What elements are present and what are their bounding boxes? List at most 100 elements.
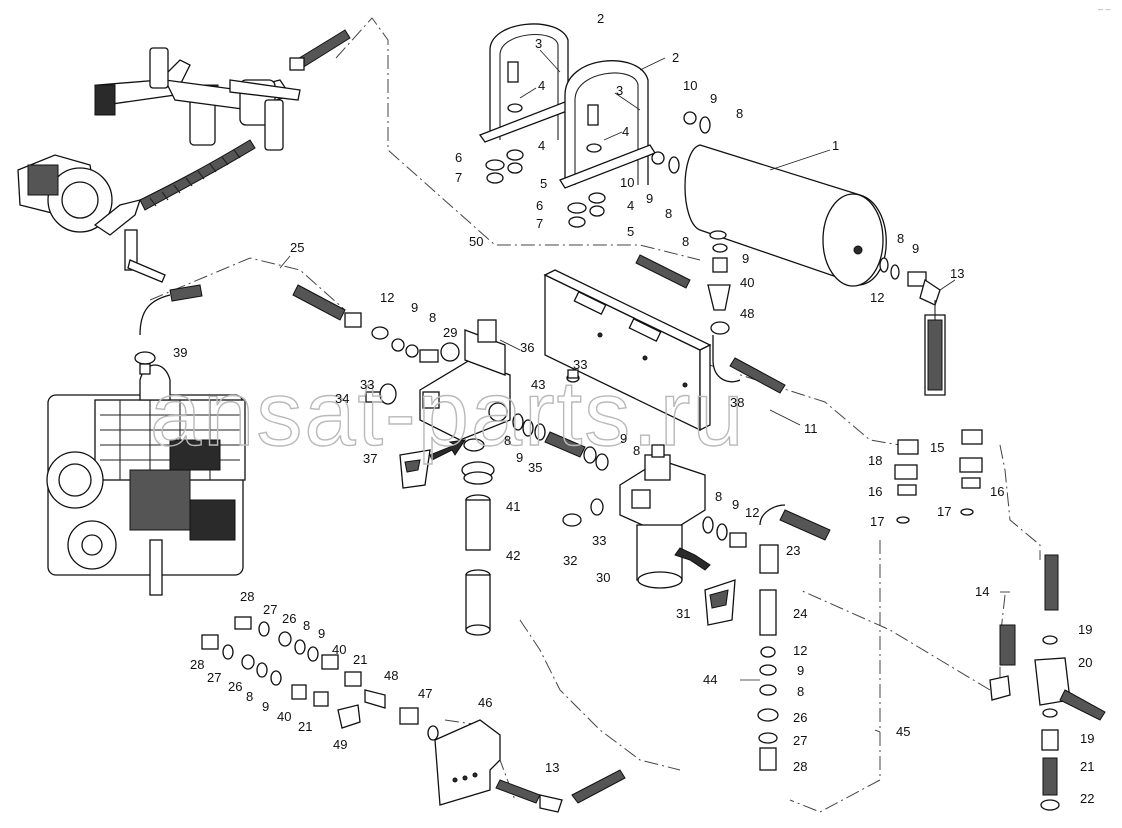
callout-l17b: 17 [937,504,951,519]
clamp-31 [674,547,736,626]
callout-l21b: 21 [298,719,312,734]
callout-l10a: 10 [683,78,697,93]
right-hose-assembly [989,554,1106,811]
callout-l7b: 7 [536,216,543,231]
callout-l6a: 6 [455,150,462,165]
callout-l20: 20 [1078,655,1092,670]
corner-mark: – – [1098,4,1111,14]
callout-l46: 46 [478,695,492,710]
callout-l31: 31 [676,606,690,621]
callout-l4a: 4 [538,78,545,93]
callout-l47: 47 [418,686,432,701]
top-hose [289,29,351,71]
callout-l21c: 21 [1080,759,1094,774]
callout-l2b: 2 [672,50,679,65]
callout-l9g: 9 [620,431,627,446]
callout-l8c: 8 [682,234,689,249]
callout-l19a: 19 [1078,622,1092,637]
callout-l11: 11 [804,421,818,436]
callout-l36: 36 [520,340,534,355]
callout-l12d: 12 [793,643,807,658]
callout-l4c: 4 [538,138,545,153]
mounting-plate [543,269,712,432]
callout-l4d: 4 [627,198,634,213]
callout-l5a: 5 [540,176,547,191]
fitting-row-lower [201,634,361,729]
callout-l23: 23 [786,543,800,558]
callout-l37: 37 [363,451,377,466]
callout-l44: 44 [703,672,717,687]
callout-l33b: 33 [573,357,587,372]
callout-l26c: 26 [793,710,807,725]
callout-l8h: 8 [715,489,722,504]
callout-l45: 45 [896,724,910,739]
callout-l26b: 26 [228,679,242,694]
callout-l22: 22 [1080,791,1094,806]
callout-l8i: 8 [303,618,310,633]
callout-l9b: 9 [646,191,653,206]
callout-l19b: 19 [1080,731,1094,746]
callout-l9d: 9 [912,241,919,256]
callout-l38: 38 [730,395,744,410]
callout-l9c: 9 [742,251,749,266]
callout-l27c: 27 [793,733,807,748]
callout-l2a: 2 [597,11,604,26]
callout-l6b: 6 [536,198,543,213]
callout-l28b: 28 [190,657,204,672]
callout-l25: 25 [290,240,304,255]
tank-hose-fittings [635,230,786,394]
callout-labels: 2 2 3 3 4 4 4 4 5 5 6 6 7 7 10 10 9 9 8 … [173,11,1094,806]
callout-l8f: 8 [504,433,511,448]
callout-l42: 42 [506,548,520,563]
callout-l9a: 9 [710,91,717,106]
callout-l8j: 8 [246,689,253,704]
callout-l34: 34 [335,391,349,406]
callout-l9k: 9 [797,663,804,678]
right-brackets [894,429,983,524]
callout-l13b: 13 [545,760,559,775]
callout-l3b: 3 [616,83,623,98]
leader-lines [279,49,1010,733]
bracket-nuts [485,149,606,228]
routing-lines [149,17,1041,813]
callout-l33a: 33 [360,377,374,392]
dryer-outlet-fittings [702,504,831,574]
callout-l12b: 12 [380,290,394,305]
callout-l33c: 33 [592,533,606,548]
tank-bracket-rear [478,23,576,143]
callout-l16b: 16 [990,484,1004,499]
callout-l27b: 27 [207,670,221,685]
callout-l12c: 12 [745,505,759,520]
watermark: ansat-parts.ru [150,363,746,465]
callout-l1: 1 [832,138,839,153]
callout-l13a: 13 [950,266,964,281]
callout-l28c: 28 [793,759,807,774]
callout-l8b: 8 [665,206,672,221]
callout-l40c: 40 [277,709,291,724]
callout-l48a: 48 [740,306,754,321]
callout-l16a: 16 [868,484,882,499]
fitting-stack-44 [757,589,779,771]
tank-bracket-front [559,60,656,189]
callout-l9j: 9 [262,699,269,714]
valve-assembly [365,319,580,452]
callout-l32: 32 [563,553,577,568]
air-tank [651,111,941,306]
callout-l27a: 27 [263,602,277,617]
callout-l12a: 12 [870,290,884,305]
air-dryer [562,444,706,589]
filter-element [461,461,495,636]
callout-l10b: 10 [620,175,634,190]
fitting-row-upper [234,616,439,741]
callout-l39: 39 [173,345,187,360]
callout-l5b: 5 [627,224,634,239]
callout-l21a: 21 [353,652,367,667]
hose-25 [134,284,439,375]
callout-l17a: 17 [870,514,884,529]
callout-l43: 43 [531,377,545,392]
callout-l8d: 8 [897,231,904,246]
callout-l24: 24 [793,606,807,621]
callout-l8a: 8 [736,106,743,121]
callout-l28a: 28 [240,589,254,604]
